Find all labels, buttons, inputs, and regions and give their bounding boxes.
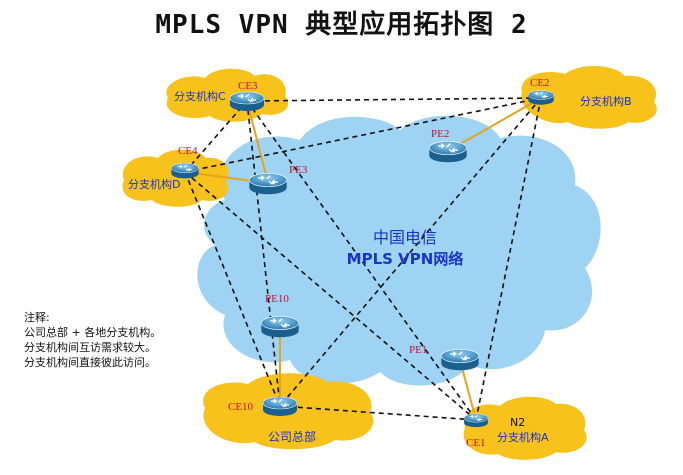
router-ce2 <box>527 90 555 106</box>
router-pe3 <box>248 172 288 195</box>
router-pe10 <box>260 315 300 338</box>
site-cloud-branch-b <box>521 65 657 129</box>
label-ce10: CE10 <box>228 401 254 413</box>
notes-line-3: 分支机构间直接彼此访问。 <box>24 356 156 369</box>
label-n2: N2 <box>510 416 525 429</box>
diagram-title: MPLS VPN 典型应用拓扑图 2 <box>155 10 528 40</box>
router-ce1 <box>463 413 489 428</box>
label-ce1: CE1 <box>466 437 486 449</box>
router-ce3 <box>229 91 265 112</box>
label-pe1: PE1 <box>409 344 427 356</box>
router-ce4 <box>170 162 200 179</box>
cloud-label-line2: MPLS VPN网络 <box>347 250 464 268</box>
link-ce3-pe3 <box>246 100 269 184</box>
link-ce2-pe2 <box>447 97 542 152</box>
router-pe1 <box>440 348 480 371</box>
label-branch-d: 分支机构D <box>128 177 180 191</box>
label-pe2: PE2 <box>431 128 449 140</box>
router-pe2 <box>428 140 468 163</box>
label-ce3: CE3 <box>238 80 258 92</box>
label-pe3: PE3 <box>289 164 308 176</box>
notes-line-2: 分支机构间互访需求较大。 <box>24 341 156 354</box>
router-ce10 <box>262 396 298 417</box>
notes-line-1: 公司总部 + 各地分支机构。 <box>24 326 162 339</box>
notes-heading: 注释: <box>24 311 50 324</box>
site-cloud-branch-d <box>122 149 229 207</box>
vpn-tunnels <box>184 97 542 421</box>
provider-cloud <box>197 115 601 386</box>
cloud-label-line1: 中国电信 <box>373 228 437 247</box>
label-ce2: CE2 <box>530 77 550 89</box>
label-branch-b: 分支机构B <box>580 94 632 108</box>
label-branch-c: 分支机构C <box>174 89 226 103</box>
label-ce4: CE4 <box>178 145 198 157</box>
label-branch-a: 分支机构A <box>497 430 549 444</box>
label-pe10: PE10 <box>265 293 289 305</box>
site-cloud-branch-a <box>463 396 587 460</box>
notes-box: 注释: 公司总部 + 各地分支机构。 分支机构间互访需求较大。 分支机构间直接彼… <box>24 310 161 370</box>
label-hq: 公司总部 <box>268 429 316 444</box>
